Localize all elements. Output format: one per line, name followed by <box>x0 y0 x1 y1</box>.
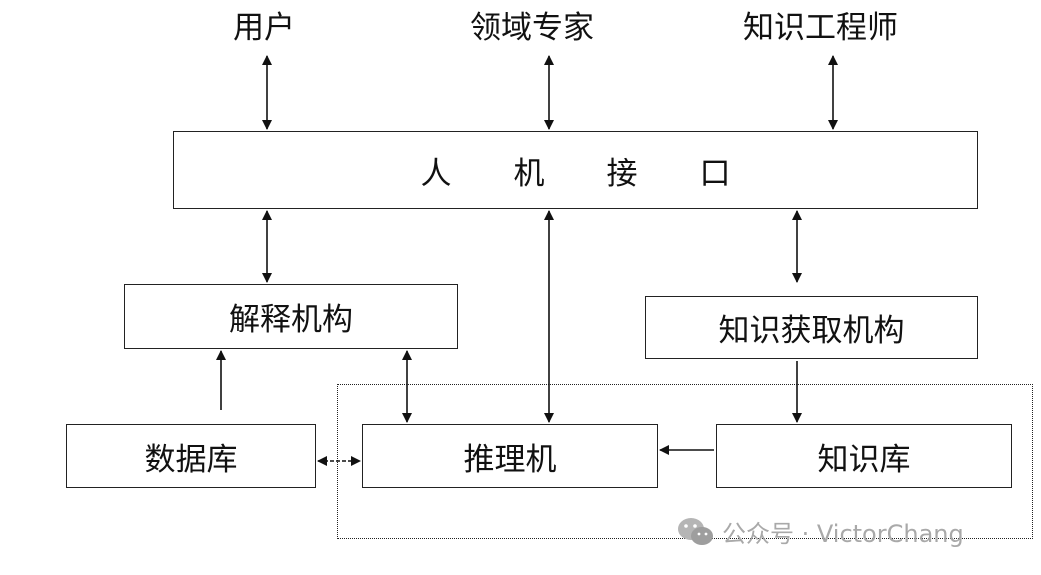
domain-expert-label: 领域专家 <box>470 10 594 46</box>
knowledge-acquisition-box: 知识获取机构 <box>645 296 978 359</box>
knowledge-base-label: 知识库 <box>817 441 911 478</box>
database-label: 数据库 <box>144 441 238 478</box>
watermark: 公众号 · VictorChang <box>676 514 964 549</box>
knowledge-engineer-label: 知识工程师 <box>743 10 898 46</box>
human-machine-interface-label: 人机接口 <box>420 155 793 192</box>
knowledge-base-box: 知识库 <box>716 424 1012 488</box>
user-label: 用户 <box>233 10 295 46</box>
watermark-text: 公众号 · VictorChang <box>722 520 964 548</box>
explanation-module-label: 解释机构 <box>229 302 353 338</box>
inference-engine-box: 推理机 <box>362 424 658 488</box>
explanation-module-box: 解释机构 <box>124 284 458 349</box>
human-machine-interface-box: 人机接口 <box>173 131 978 209</box>
database-box: 数据库 <box>66 424 316 488</box>
knowledge-acquisition-label: 知识获取机构 <box>718 313 905 349</box>
wechat-icon <box>678 517 713 545</box>
inference-engine-label: 推理机 <box>463 441 557 478</box>
